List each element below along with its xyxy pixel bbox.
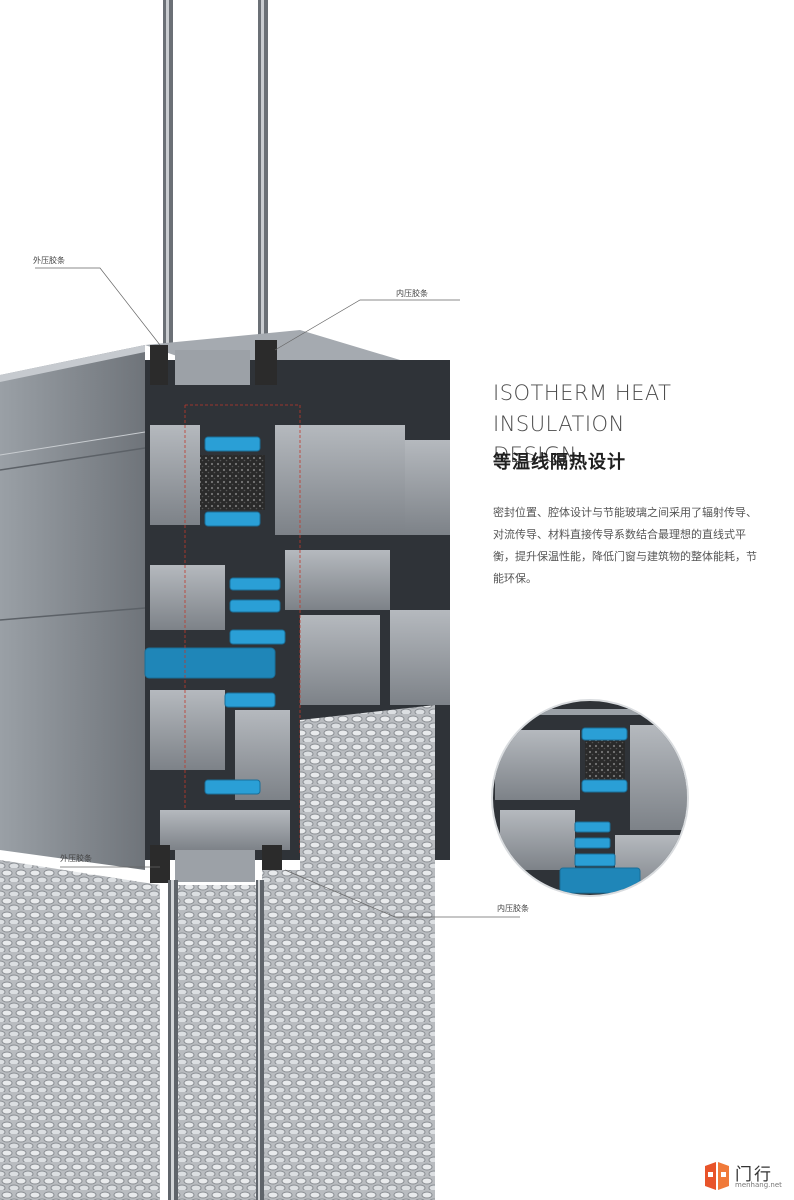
english-title-line-1: ISOTHERM HEAT INSULATION: [493, 381, 672, 436]
perforated-mesh-panel: [0, 705, 435, 1200]
callout-outer-gasket-top: 外压胶条: [33, 256, 65, 265]
upper-glass-pane: [163, 0, 268, 350]
description-paragraph: 密封位置、腔体设计与节能玻璃之间采用了辐射传导、对流传导、材料直接传导系数结合最…: [493, 506, 757, 585]
brand-url: menhang.net: [735, 1181, 782, 1189]
frame-outer-face: [0, 345, 146, 870]
brand-mark-icon: [705, 1162, 729, 1190]
callout-leader-lines: [35, 267, 520, 918]
zoom-detail-circle: [491, 699, 689, 897]
callout-inner-gasket-top: 内压胶条: [396, 289, 428, 298]
brand-name: 门行: [735, 1165, 773, 1185]
english-title: ISOTHERM HEAT INSULATION DESIGN: [493, 378, 783, 471]
callout-outer-gasket-bottom: 外压胶条: [60, 854, 92, 863]
brand-logo[interactable]: 门行 menhang.net: [703, 1160, 789, 1194]
english-title-line-2: DESIGN: [493, 443, 577, 467]
chinese-title: 等温线隔热设计: [493, 452, 626, 473]
lower-glass-pane: [168, 880, 264, 1200]
callout-inner-gasket-bottom: 内压胶条: [497, 904, 529, 913]
